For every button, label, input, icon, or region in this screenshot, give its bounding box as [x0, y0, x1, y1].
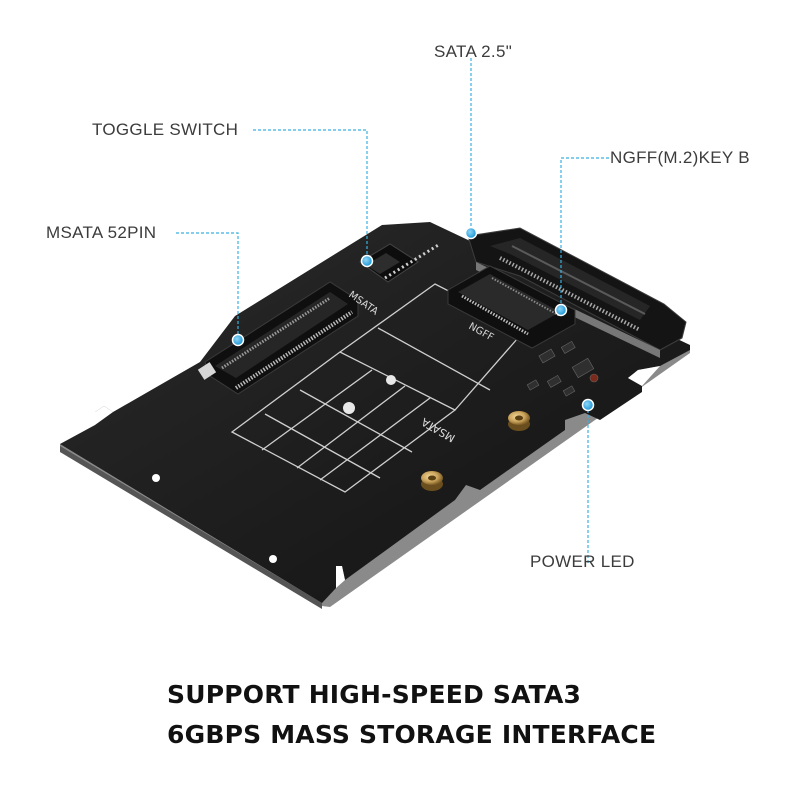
mount-hole: [386, 375, 396, 385]
mount-notch-left: [95, 406, 113, 425]
brass-standoff: [508, 411, 530, 431]
callout-label-sata: SATA 2.5": [434, 42, 513, 61]
callout-label-toggle-switch: TOGGLE SWITCH: [92, 120, 239, 139]
callout-dot-msata: [231, 333, 245, 347]
mount-hole: [269, 555, 277, 563]
mount-notch-right: [628, 366, 660, 386]
callout-dot-sata: [464, 226, 478, 240]
callout-line-ngff: [560, 157, 609, 305]
smd-components: [526, 340, 599, 397]
callout-label-ngff: NGFF(M.2)KEY B: [610, 148, 750, 167]
ngff-socket: [447, 265, 576, 349]
callout-line-msata: [176, 232, 239, 336]
callout-dots: [231, 226, 595, 412]
callout-dot-power-led: [581, 398, 595, 412]
callout-line-toggle: [253, 129, 368, 257]
callout-label-msata: MSATA 52PIN: [46, 223, 157, 242]
toggle-switch: [359, 242, 441, 283]
brass-standoff: [421, 471, 443, 491]
mount-hole: [152, 474, 160, 482]
mount-notch-bottom: [336, 566, 345, 588]
mount-hole: [343, 402, 355, 414]
callout-dot-ngff: [554, 303, 568, 317]
msata-socket: [197, 281, 359, 395]
callout-lines: [176, 58, 609, 564]
pcb-edge-shade: [60, 446, 322, 609]
tagline-line-2: 6GBPS MASS STORAGE INTERFACE: [167, 720, 657, 749]
callout-label-power-led: POWER LED: [530, 552, 635, 571]
tagline-line-1: SUPPORT HIGH-SPEED SATA3: [167, 680, 582, 709]
callout-dot-toggle: [360, 254, 374, 268]
